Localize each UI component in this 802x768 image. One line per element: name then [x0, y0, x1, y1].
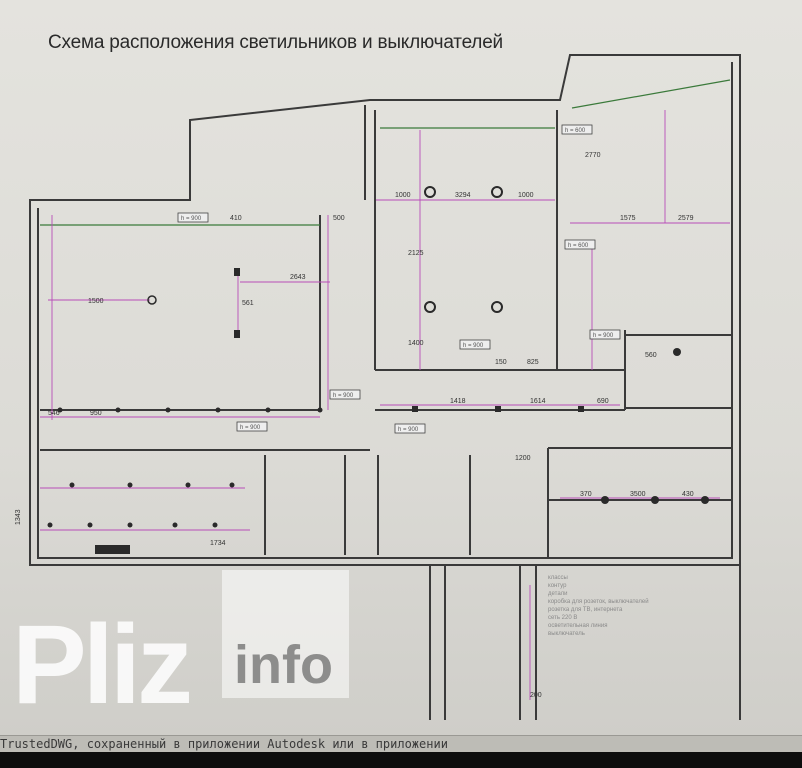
dimension-label: 546	[48, 410, 60, 417]
height-tag: h = 900	[181, 216, 202, 222]
dimension-label: 200	[530, 692, 542, 699]
legend-item: выключатель	[548, 631, 585, 637]
watermark-box	[222, 570, 349, 698]
drawing-title: Схема расположения светильников и выключ…	[48, 32, 503, 53]
dimension-label: 370	[580, 491, 592, 498]
dimension-label: 2643	[290, 274, 306, 281]
height-tag: h = 900	[333, 393, 354, 399]
legend-item: классы	[548, 575, 568, 581]
dimension-label: 500	[333, 215, 345, 222]
height-tag: h = 900	[593, 333, 614, 339]
dimension-label: 561	[242, 300, 254, 307]
dimension-lines	[40, 110, 730, 700]
watermark-logo-info: info	[234, 635, 333, 695]
dimension-labels: 1000 3294 1000 2125 1400 150 825 1575 25…	[15, 152, 694, 699]
dimension-label: 1400	[408, 340, 424, 347]
legend-item: коробка для розеток, выключателей	[548, 599, 649, 605]
legend-item: осветительная линия	[548, 623, 608, 629]
dimension-label: 1500	[88, 298, 104, 305]
watermark-logo: Pliz	[12, 602, 193, 727]
status-bar: TrustedDWG, сохраненный в приложении Aut…	[0, 735, 802, 753]
height-tags: h = 900 h = 600 h = 600 h = 900 h = 900 …	[177, 124, 621, 434]
height-tag: h = 900	[240, 425, 261, 431]
legend-item: сеть 220 В	[548, 615, 578, 621]
legend-item: контур	[548, 583, 567, 589]
dimension-label: 2125	[408, 250, 424, 257]
dimension-label: 3500	[630, 491, 646, 498]
dimension-label: 1000	[395, 192, 411, 199]
cad-viewport[interactable]	[0, 0, 802, 735]
dimension-label: 1418	[450, 398, 466, 405]
dimension-label: 1614	[530, 398, 546, 405]
legend-item: детали	[548, 591, 568, 597]
dimension-label: 1200	[515, 455, 531, 462]
dimension-label: 3294	[455, 192, 471, 199]
ceiling-light-icon	[147, 295, 157, 305]
dimension-label: 430	[682, 491, 694, 498]
dimension-label: 150	[495, 359, 507, 366]
dimension-label: 690	[597, 398, 609, 405]
dimension-label: 825	[527, 359, 539, 366]
dimension-label: 1343	[15, 509, 22, 525]
dimension-label: 950	[90, 410, 102, 417]
dimension-label: 1000	[518, 192, 534, 199]
ceiling-light-icon	[424, 186, 436, 198]
switch-icon	[234, 268, 240, 276]
dimension-label: 1734	[210, 540, 226, 547]
light-fixtures	[47, 186, 709, 554]
height-tag: h = 600	[565, 128, 586, 134]
ceiling-light-icon	[491, 186, 503, 198]
ceiling-light-icon	[491, 301, 503, 313]
green-lines	[40, 79, 731, 226]
height-tag: h = 900	[398, 427, 419, 433]
dimension-label: 560	[645, 352, 657, 359]
dimension-label: 2770	[585, 152, 601, 159]
floor-plan: h = 900 h = 600 h = 600 h = 900 h = 900 …	[15, 54, 741, 720]
dimension-label: 1575	[620, 215, 636, 222]
dimension-label: 410	[230, 215, 242, 222]
dimension-label: 2579	[678, 215, 694, 222]
legend: классы контур детали коробка для розеток…	[548, 574, 733, 638]
monitor-bezel	[0, 752, 802, 768]
height-tag: h = 600	[568, 243, 589, 249]
legend-item: розетка для ТВ, интернета	[548, 607, 623, 613]
height-tag: h = 900	[463, 343, 484, 349]
status-text: TrustedDWG, сохраненный в приложении Aut…	[0, 737, 448, 751]
switch-icon	[234, 330, 240, 338]
ceiling-light-icon	[424, 301, 436, 313]
